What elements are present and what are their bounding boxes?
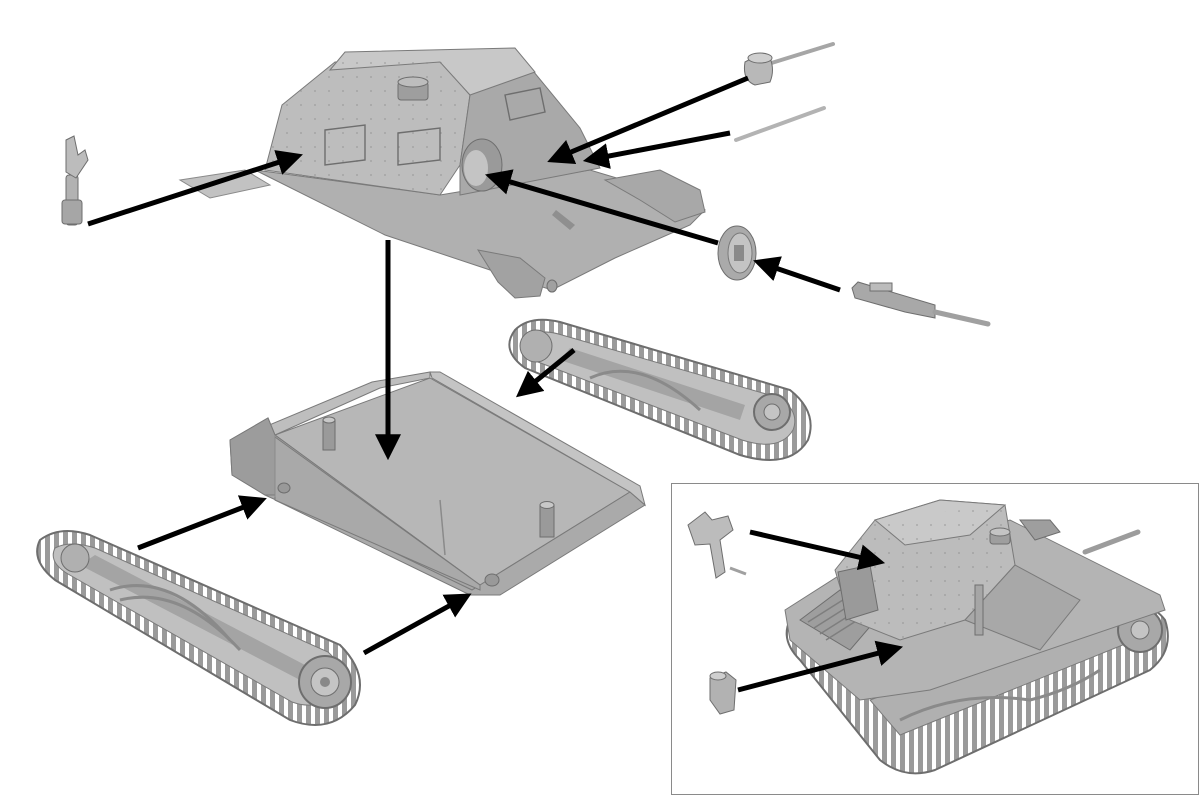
machine-gun-part (852, 282, 988, 324)
aerial-rod-part (736, 108, 824, 140)
assembled-tankette (785, 500, 1168, 773)
arrow-track-to-tub-front (364, 596, 467, 653)
lower-hull-tub (230, 372, 645, 595)
periscope-part (62, 136, 88, 225)
mg-barrel-part (744, 44, 833, 85)
arrow-track-to-tub-left (138, 500, 262, 548)
ball-mount-part (718, 226, 756, 280)
inset-light-part (710, 672, 736, 714)
left-track-assembly (37, 531, 360, 725)
inset-periscope-part (688, 512, 746, 578)
arrow-gun-to-mount (758, 262, 840, 290)
arrow-periscope-to-hull (88, 156, 298, 224)
upper-hull (180, 48, 705, 298)
